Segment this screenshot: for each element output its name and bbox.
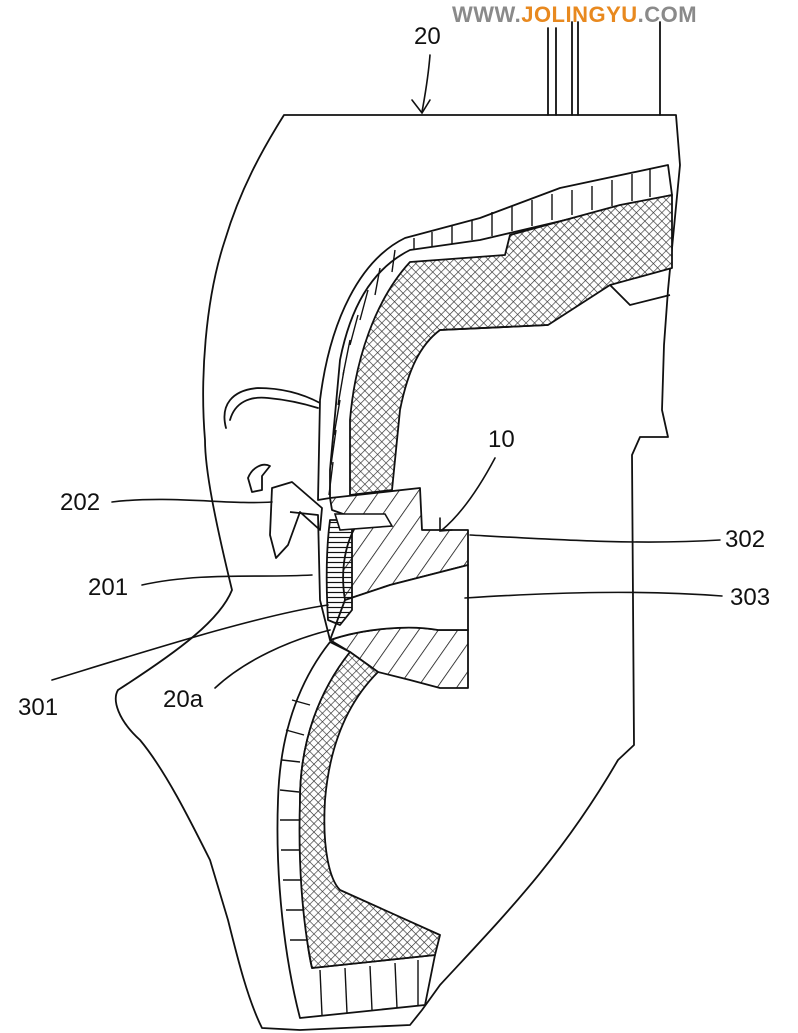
arrow-20: [411, 99, 431, 115]
label-301: 301: [18, 694, 58, 721]
leader-302: [469, 534, 721, 543]
component-301: [325, 519, 353, 626]
canal-contours: [439, 284, 671, 331]
watermark-prefix: WWW.: [452, 2, 522, 27]
upper-hook: [223, 387, 321, 429]
leader-lines: [51, 54, 723, 689]
arrow-10: [439, 517, 453, 532]
small-tab: [247, 463, 271, 493]
leader-20: [421, 54, 431, 113]
lower-stripes: [279, 699, 419, 1016]
leader-20a: [214, 629, 331, 689]
watermark: WWW.JOLINGYU.COM: [452, 2, 697, 28]
upper-hook-inner: [229, 396, 319, 421]
leader-201: [141, 574, 313, 586]
label-302: 302: [725, 526, 765, 553]
watermark-suffix: .COM: [637, 2, 698, 27]
flap-202: [269, 481, 323, 559]
leader-202: [111, 498, 273, 504]
outer-housing-outline: [114, 114, 681, 1031]
label-303: 303: [730, 584, 770, 611]
label-201: 201: [88, 574, 128, 601]
small-insert: [333, 513, 394, 531]
watermark-brand: JOLINGYU: [521, 2, 638, 27]
label-20: 20: [414, 23, 441, 50]
top-post: [547, 21, 661, 116]
label-20a: 20a: [163, 686, 204, 713]
leader-303: [464, 591, 723, 599]
upper-stripes: [328, 168, 651, 496]
leader-301: [51, 604, 329, 681]
leader-10: [441, 457, 496, 531]
label-202: 202: [60, 489, 100, 516]
upper-striped-band: [317, 164, 673, 501]
lower-crosshatch-layer: [298, 651, 441, 969]
upper-crosshatch-layer: [349, 194, 673, 496]
flap-201: [289, 511, 331, 641]
channel-outline: [329, 564, 469, 641]
label-10: 10: [488, 426, 515, 453]
